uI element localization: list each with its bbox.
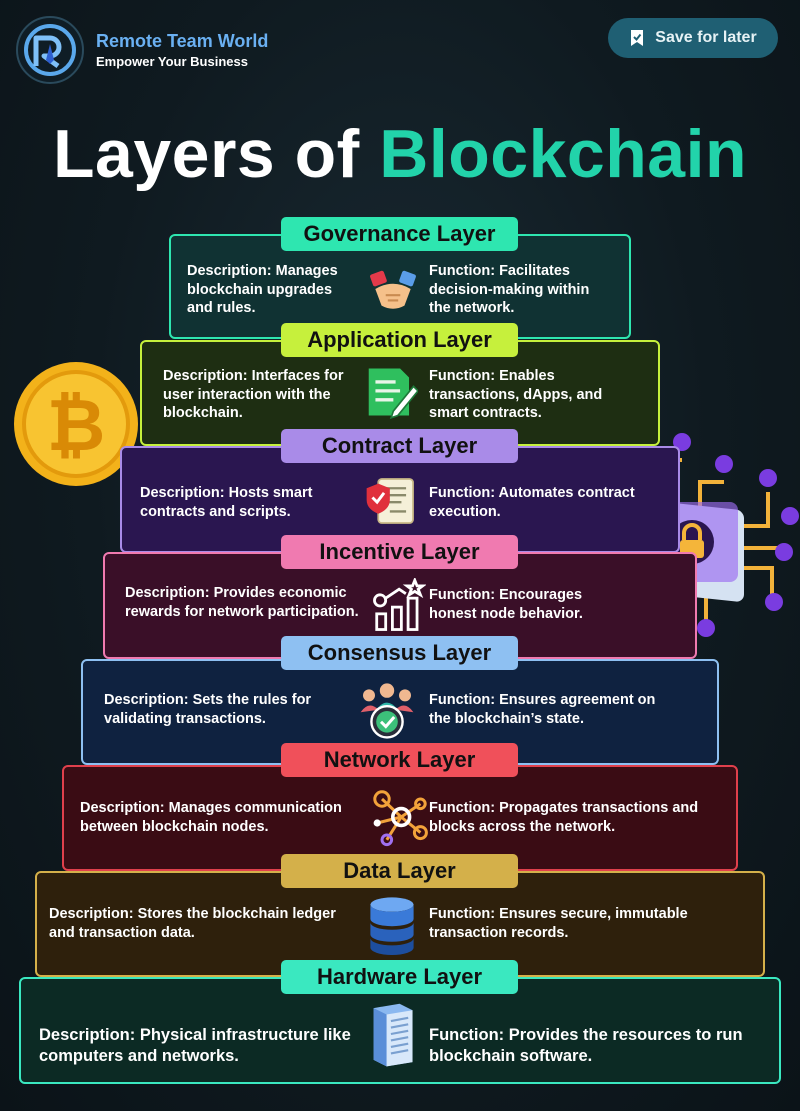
layer-network-label: Network Layer [281, 743, 518, 777]
contract-shield-icon [366, 478, 414, 524]
svg-text:₿: ₿ [47, 383, 106, 467]
brand-tagline: Empower Your Business [96, 54, 248, 69]
page-title: Layers of Blockchain [0, 115, 800, 193]
layer-function: Function: Ensures secure, immutable tran… [429, 906, 688, 941]
growth-chart-icon [373, 578, 426, 631]
layer-function: Function: Automates contract execution. [429, 485, 635, 520]
handshake-icon [370, 270, 416, 309]
layer-contract-label: Contract Layer [281, 429, 518, 463]
layer-description: Description: Physical infrastructure lik… [39, 1026, 351, 1065]
server-icon [373, 1003, 413, 1067]
layer-description: Description: Interfaces for user interac… [163, 368, 344, 421]
database-icon [370, 897, 414, 955]
layer-consensus-label: Consensus Layer [281, 636, 518, 670]
layer-description: Description: Stores the blockchain ledge… [49, 906, 336, 941]
network-nodes-icon [373, 790, 428, 847]
layer-data-label: Data Layer [281, 854, 518, 888]
document-pen-icon [368, 368, 418, 420]
layer-function: Function: Encourages honest node behavio… [429, 587, 583, 622]
brand-logo-icon [16, 16, 84, 84]
team-check-icon [360, 683, 414, 739]
layer-hardware-label: Hardware Layer [281, 960, 518, 994]
layer-application-label: Application Layer [281, 323, 518, 357]
layer-description: Description: Manages blockchain upgrades… [187, 263, 338, 316]
layer-function: Function: Provides the resources to run … [429, 1026, 743, 1065]
layer-network-panel: Description: Manages communication betwe… [62, 765, 738, 871]
save-for-later-button[interactable]: Save for later [608, 18, 778, 58]
layer-governance-panel: Description: Manages blockchain upgrades… [169, 234, 631, 339]
layer-description: Description: Manages communication betwe… [80, 800, 342, 835]
title-part-1: Layers of [52, 116, 360, 192]
layer-hardware-panel: Description: Physical infrastructure lik… [19, 977, 781, 1084]
layer-description: Description: Hosts smart contracts and s… [140, 485, 313, 520]
bitcoin-coin-icon: ₿ [14, 362, 138, 486]
layer-function: Function: Enables transactions, dApps, a… [429, 368, 603, 421]
save-button-label: Save for later [655, 29, 757, 46]
bookmark-icon [631, 30, 644, 46]
layer-data-panel: Description: Stores the blockchain ledge… [35, 871, 765, 977]
layer-application-panel: Description: Interfaces for user interac… [140, 340, 660, 446]
layer-function: Function: Ensures agreement on the block… [429, 692, 656, 727]
brand-name: Remote Team World [96, 31, 269, 51]
layer-incentive-label: Incentive Layer [281, 535, 518, 569]
layer-function: Function: Facilitates decision-making wi… [429, 263, 590, 316]
layer-description: Description: Sets the rules for validati… [104, 692, 312, 727]
layer-governance-label: Governance Layer [281, 217, 518, 251]
layer-function: Function: Propagates transactions and bl… [429, 800, 699, 835]
layer-description: Description: Provides economic rewards f… [125, 585, 359, 620]
title-part-2: Blockchain [379, 116, 748, 192]
